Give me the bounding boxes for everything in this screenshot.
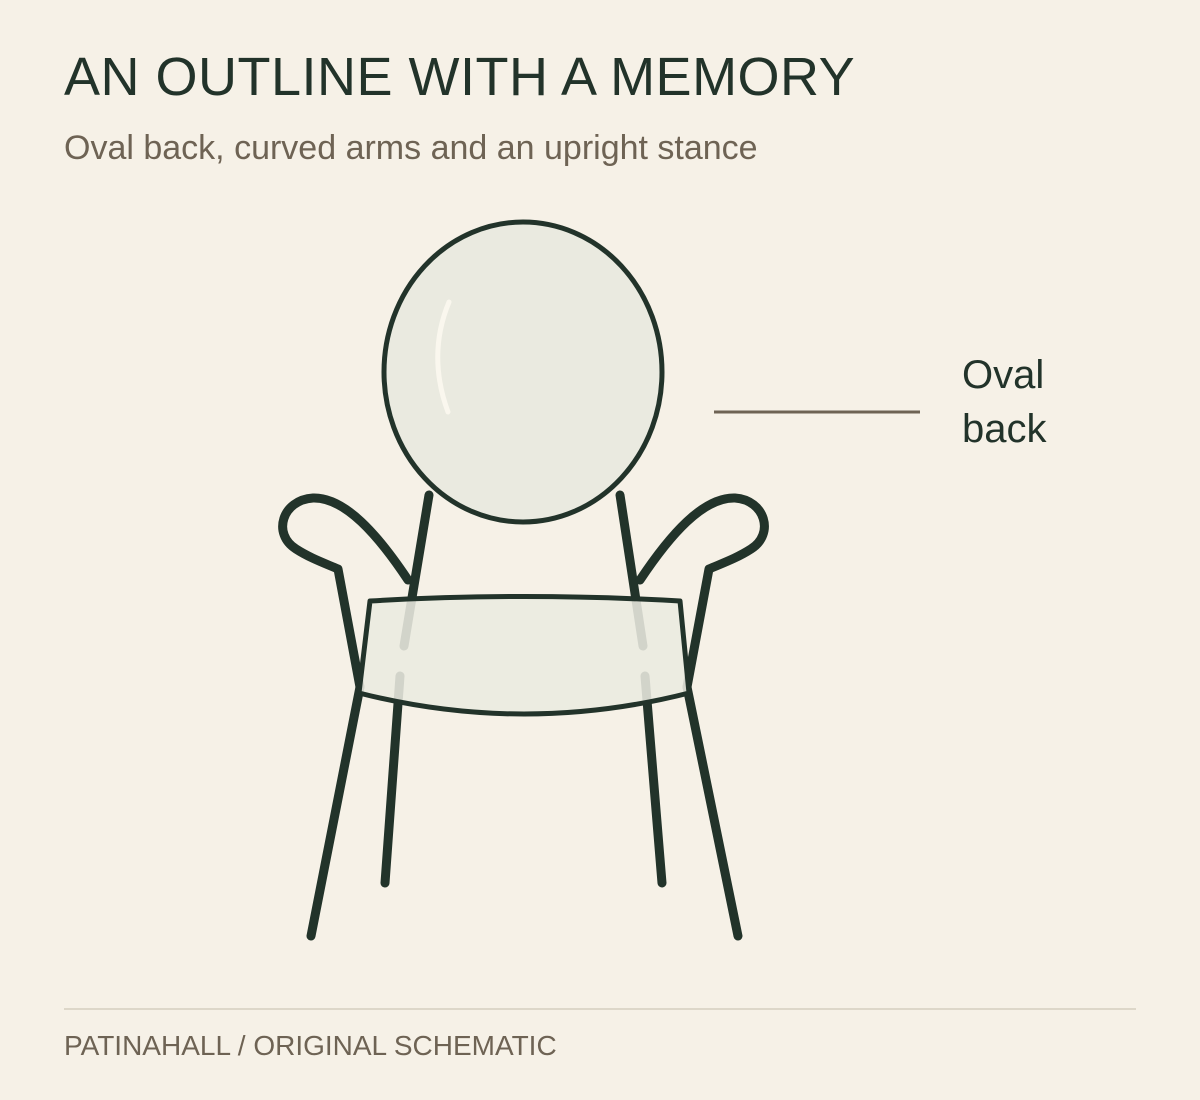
footer-credit: PATINAHALL / ORIGINAL SCHEMATIC <box>64 1030 557 1061</box>
callout-line-1: Oval <box>962 353 1045 397</box>
rear-leg-left <box>380 671 405 888</box>
page-title: AN OUTLINE WITH A MEMORY <box>64 47 856 107</box>
oval-back-highlight <box>435 299 452 415</box>
front-leg-left <box>306 682 365 941</box>
arm-right <box>635 493 769 692</box>
arm-left <box>278 493 413 692</box>
footer-divider <box>64 1008 1136 1010</box>
rear-leg-right <box>640 671 667 888</box>
oval-back <box>381 219 665 525</box>
callout-line-2: back <box>962 407 1047 451</box>
front-leg-right <box>682 682 743 941</box>
page-subtitle: Oval back, curved arms and an upright st… <box>64 129 758 167</box>
callout-label-oval-back: Oval back <box>962 348 1047 456</box>
chair-seat <box>356 594 692 717</box>
